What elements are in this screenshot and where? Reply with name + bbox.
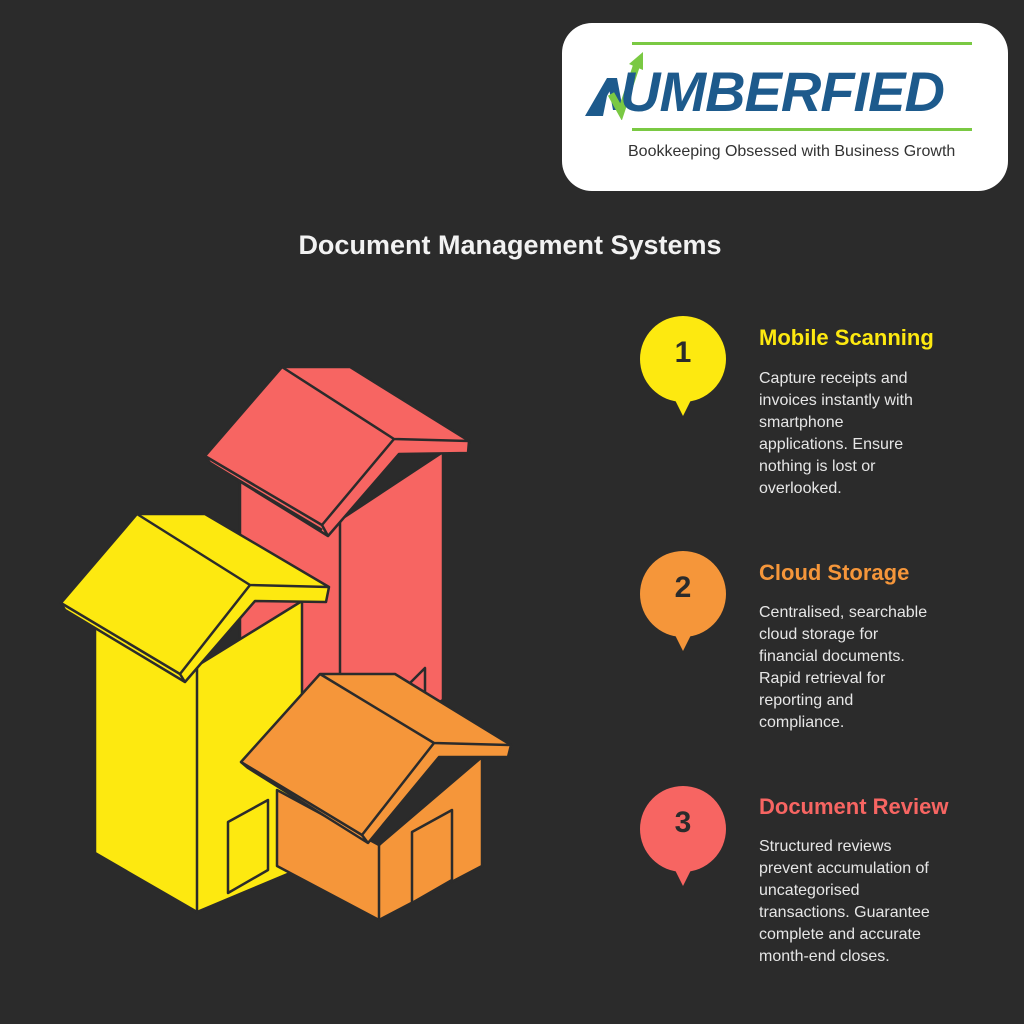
item-desc-mobile-scanning: Capture receipts and invoices instantly … [759,370,913,497]
logo-card [562,23,1008,191]
logo-wordmark: UMBERFIED [620,60,945,123]
item-desc-document-review: Structured reviews prevent accumulation … [759,838,930,965]
item-title-document-review: Document Review [759,794,949,819]
page-title: Document Management Systems [298,230,722,260]
step-3-pin: 3 [640,786,726,886]
orange-house [239,672,513,922]
logo-n-arrow-icon [585,52,643,120]
logo-top-line [632,42,972,45]
map-pin-icon [640,551,726,651]
step-1-pin: 1 [640,316,726,416]
logo-bottom-line [632,128,972,131]
yellow-building [59,512,331,914]
map-pin-icon [640,786,726,886]
item-desc-cloud-storage: Centralised, searchable cloud storage fo… [759,604,928,731]
item-title-cloud-storage: Cloud Storage [759,560,910,585]
item-title-mobile-scanning: Mobile Scanning [759,325,934,350]
step-2-pin: 2 [640,551,726,651]
map-pin-icon [640,316,726,416]
step-number: 2 [674,571,692,604]
logo-tagline: Bookkeeping Obsessed with Business Growt… [628,143,956,160]
step-number: 1 [674,336,692,369]
step-number: 3 [674,806,692,839]
